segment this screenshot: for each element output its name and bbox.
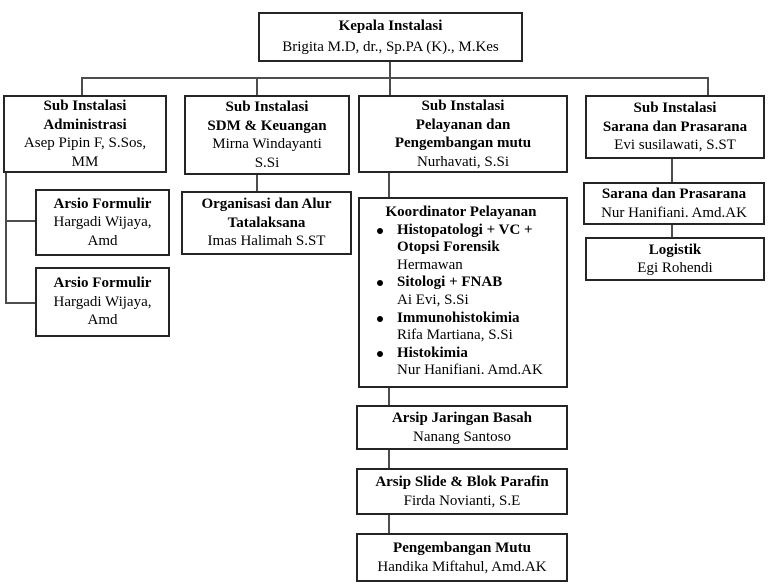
connector-line: [81, 77, 709, 79]
connector-line: [707, 77, 709, 95]
box-person: Nurhavati, S.Si: [416, 153, 510, 170]
box-title: Koordinator Pelayanan: [385, 204, 537, 220]
box-person: Hargadi Wijaya, Amd: [53, 293, 152, 329]
box-title: Sub Instalasi Pelayanan dan Pengembangan…: [394, 98, 532, 151]
box-title: Sub Instalasi Sarana dan Prasarana: [602, 100, 748, 135]
box-sarana-dan-prasarana: Sarana dan Prasarana Nur Hanifiani. Amd.…: [583, 182, 765, 225]
box-title: Arsip Slide & Blok Parafin: [375, 474, 549, 490]
connector-line: [256, 175, 258, 191]
box-title: Organisasi dan Alur Tatalaksana: [201, 196, 332, 231]
connector-line: [5, 173, 7, 304]
box-person: Handika Miftahul, Amd.AK: [377, 558, 547, 575]
box-person: Evi susilawati, S.ST: [614, 137, 736, 154]
box-person: Ai Evi, S.Si: [397, 291, 469, 308]
koordinator-item: Immunohistokimia Rifa Martiana, S.Si: [360, 310, 562, 345]
box-logistik: Logistik Egi Rohendi: [585, 237, 765, 281]
koordinator-item: Sitologi + FNAB Ai Evi, S.Si: [360, 274, 562, 309]
connector-line: [388, 450, 390, 468]
koordinator-item: Histokimia Nur Hanifiani. Amd.AK: [360, 345, 562, 380]
box-person: Brigita M.D, dr., Sp.PA (K)., M.Kes: [282, 39, 499, 55]
box-title: Sarana dan Prasarana: [601, 186, 747, 202]
service-name: Histokimia: [397, 344, 468, 361]
box-title: Sub Instalasi SDM & Keuangan: [207, 99, 327, 134]
connector-line: [81, 77, 83, 95]
box-kepala-instalasi: Kepala Instalasi Brigita M.D, dr., Sp.PA…: [258, 12, 523, 62]
connector-line: [256, 77, 258, 95]
koordinator-item: Histopatologi + VC + Otopsi Forensik Her…: [360, 222, 562, 275]
box-person: Imas Halimah S.ST: [207, 233, 326, 250]
box-person: Hermawan: [397, 256, 463, 273]
box-sub-instalasi-pelayanan: Sub Instalasi Pelayanan dan Pengembangan…: [358, 95, 568, 173]
box-title: Arsio Formulir: [53, 275, 152, 292]
box-person: Asep Pipin F, S.Sos, MM: [23, 135, 147, 170]
bullet-icon: [377, 315, 383, 322]
box-arsio-formulir-1: Arsio Formulir Hargadi Wijaya, Amd: [35, 189, 170, 256]
service-name: Immunohistokimia: [397, 309, 520, 326]
box-organisasi-dan-alur-tatalaksana: Organisasi dan Alur Tatalaksana Imas Hal…: [181, 191, 352, 255]
box-arsio-formulir-2: Arsio Formulir Hargadi Wijaya, Amd: [35, 267, 170, 337]
box-title: Sub Instalasi Administrasi: [43, 98, 127, 133]
connector-line: [388, 388, 390, 405]
box-person: Mirna Windayanti S.Si: [212, 136, 322, 171]
connector-line: [671, 159, 673, 182]
box-sub-instalasi-sdm-keuangan: Sub Instalasi SDM & Keuangan Mirna Winda…: [184, 95, 350, 175]
box-person: Rifa Martiana, S.Si: [397, 327, 513, 344]
bullet-icon: [377, 280, 383, 287]
box-title: Arsip Jaringan Basah: [391, 410, 533, 426]
bullet-icon: [377, 227, 383, 234]
service-name: Histopatologi + VC + Otopsi Forensik: [397, 221, 533, 256]
box-person: Hargadi Wijaya, Amd: [53, 214, 152, 249]
box-person: Firda Novianti, S.E: [403, 492, 521, 509]
box-person: Nanang Santoso: [413, 428, 511, 445]
bullet-icon: [377, 350, 383, 357]
box-pengembangan-mutu: Pengembangan Mutu Handika Miftahul, Amd.…: [356, 533, 568, 582]
service-name: Sitologi + FNAB: [397, 274, 503, 291]
box-sub-instalasi-sarana-prasarana: Sub Instalasi Sarana dan Prasarana Evi s…: [585, 95, 765, 159]
box-person: Nur Hanifiani. Amd.AK: [397, 362, 543, 379]
box-title: Arsio Formulir: [53, 195, 152, 212]
box-title: Pengembangan Mutu: [393, 540, 531, 556]
box-arsip-slide-blok-parafin: Arsip Slide & Blok Parafin Firda Noviant…: [356, 468, 568, 515]
box-person: Egi Rohendi: [637, 260, 713, 276]
box-title: Kepala Instalasi: [338, 18, 443, 34]
connector-line: [388, 173, 390, 197]
box-sub-instalasi-administrasi: Sub Instalasi Administrasi Asep Pipin F,…: [3, 95, 167, 173]
connector-line: [671, 225, 673, 237]
box-person: Nur Hanifiani. Amd.AK: [601, 204, 747, 221]
connector-line: [388, 515, 390, 533]
connector-line: [5, 302, 35, 304]
connector-line: [5, 220, 35, 222]
box-arsip-jaringan-basah: Arsip Jaringan Basah Nanang Santoso: [356, 405, 568, 450]
box-koordinator-pelayanan: Koordinator Pelayanan Histopatologi + VC…: [358, 197, 568, 388]
box-title: Logistik: [648, 241, 702, 258]
